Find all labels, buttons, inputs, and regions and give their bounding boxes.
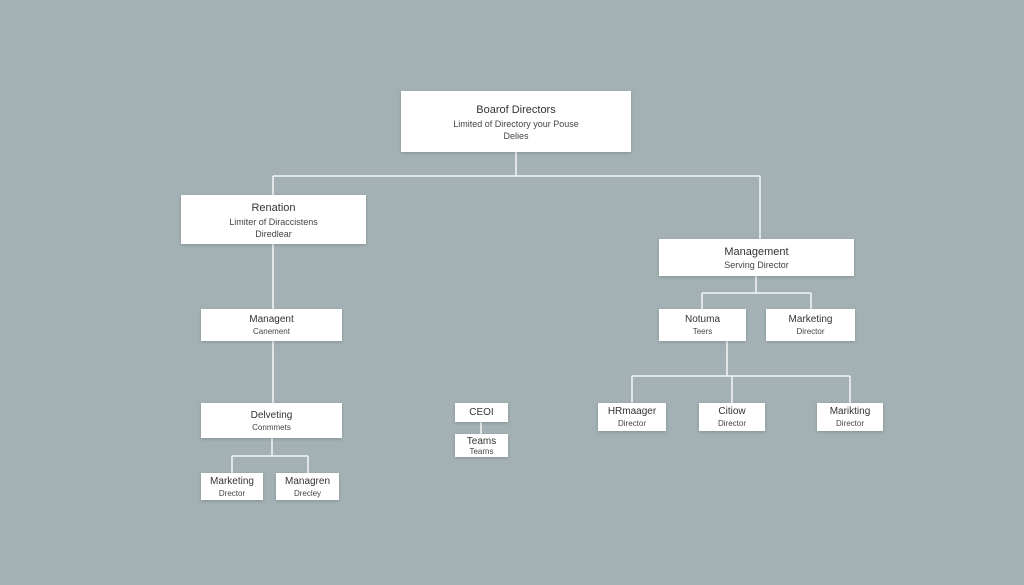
node-title: Marketing [788,314,833,325]
node-marketing-left[interactable]: Marketing Drector [201,473,263,500]
node-subtitle: Diredlear [255,228,292,239]
node-title: Marketing [210,475,254,487]
node-subtitle: Conmmets [252,422,291,432]
node-citiow[interactable]: Citiow Director [699,403,765,431]
node-managren[interactable]: Managren Drecley [276,473,339,500]
node-title: Marikting [829,406,871,417]
node-subtitle: Limiter of Diraccistens [229,216,318,227]
node-title: Renation [251,201,296,214]
node-title: Managent [249,314,294,325]
node-delveting[interactable]: Delveting Conmmets [201,403,342,438]
node-title: Teams [466,435,497,447]
node-marketing-right[interactable]: Marketing Director [766,309,855,341]
node-subtitle: Drecley [293,488,322,498]
node-hrmaager[interactable]: HRmaager Director [598,403,666,431]
node-title: CEOI [469,407,494,418]
node-subtitle: Tearns [469,446,494,456]
node-notuma[interactable]: Notuma Teers [659,309,746,341]
node-title: Managren [284,475,331,487]
node-subtitle: Director [835,419,864,428]
node-teams[interactable]: Teams Tearns [455,434,508,457]
node-management-right[interactable]: Management Serving Director [659,239,854,276]
node-subtitle: Limited of Directory your Pouse [453,118,579,129]
node-subtitle: Director [717,419,746,428]
node-renation[interactable]: Renation Limiter of Diraccistens Diredle… [181,195,366,244]
node-title: HRmaager [607,406,657,417]
node-title: Citiow [718,406,746,417]
node-board-of-directors[interactable]: Boarof Directors Limited of Directory yo… [401,91,631,152]
node-subtitle: Director [617,419,646,428]
node-title: Notuma [684,314,720,325]
node-subtitle: Director [796,327,825,336]
node-subtitle: Canement [253,327,290,336]
node-subtitle: Serving Director [724,259,789,270]
node-ceoi[interactable]: CEOI [455,403,508,422]
node-marikting[interactable]: Marikting Director [817,403,883,431]
node-subtitle: Drector [218,488,246,498]
node-title: Management [724,245,789,258]
node-subtitle: Delies [503,130,529,141]
node-title: Boarof Directors [476,103,556,116]
node-subtitle: Teers [692,327,713,336]
node-title: Delveting [250,409,293,421]
node-management-left[interactable]: Managent Canement [201,309,342,341]
